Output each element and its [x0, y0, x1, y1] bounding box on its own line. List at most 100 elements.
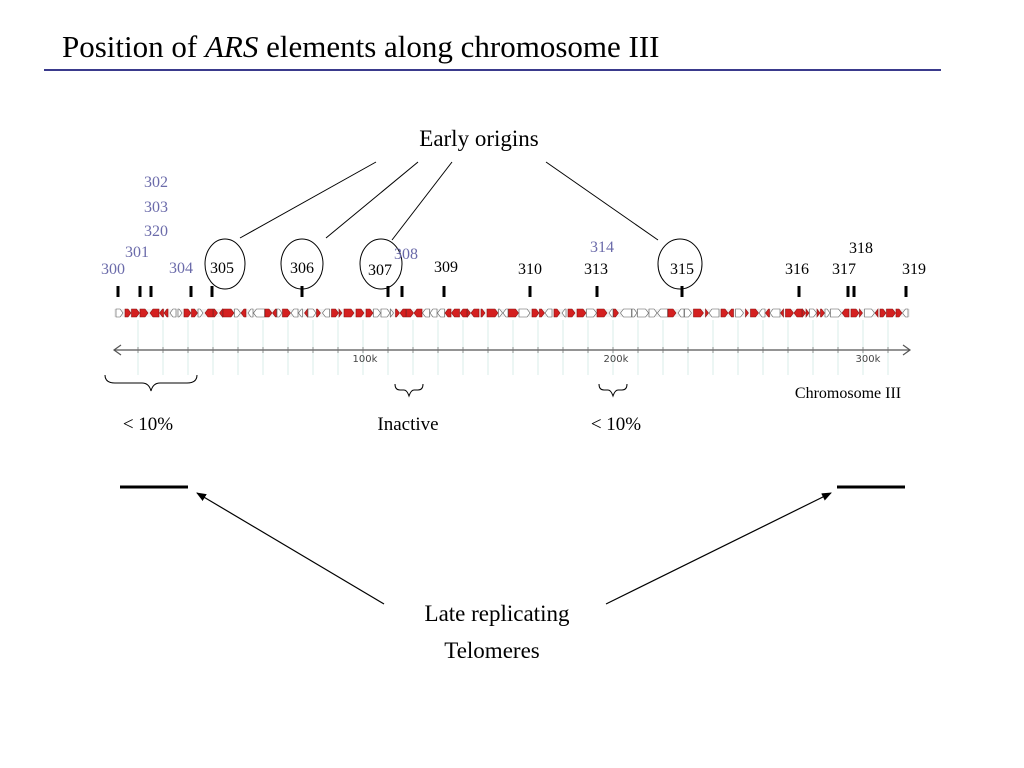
gene-feature — [422, 308, 430, 318]
gene-feature — [544, 308, 553, 318]
gene-feature — [406, 308, 414, 318]
title-emphasis: ARS — [204, 29, 259, 64]
ars-label-300: 300 — [101, 261, 125, 278]
axis-minor-ticks — [137, 347, 889, 353]
connector-306 — [325, 161, 419, 239]
gene-feature — [169, 308, 177, 318]
gene-feature — [272, 308, 277, 318]
axis-tick-label-100k: 100k — [353, 354, 378, 365]
ars-label-309: 309 — [434, 259, 458, 276]
gene-feature — [902, 308, 909, 318]
early-origins-label: Early origins — [419, 126, 538, 151]
ars-label-302: 302 — [144, 174, 168, 191]
gene-feature — [765, 308, 770, 318]
gene-feature — [124, 308, 132, 318]
chromosome-iii-label: Chromosome III — [795, 385, 901, 402]
gene-feature — [213, 308, 218, 318]
gene-feature — [437, 308, 445, 318]
gene-feature — [316, 308, 321, 318]
gene-feature — [864, 308, 875, 318]
gene-feature — [131, 308, 140, 318]
gene-feature — [282, 308, 291, 318]
axis-right-arrow — [902, 344, 912, 356]
gene-feature — [750, 308, 759, 318]
ars-label-304: 304 — [169, 260, 193, 277]
gene-feature — [264, 308, 273, 318]
gene-feature — [518, 308, 531, 318]
gene-feature — [502, 308, 509, 318]
gene-feature — [234, 308, 241, 318]
ars-label-313: 313 — [584, 261, 608, 278]
ars-label-301: 301 — [125, 244, 149, 261]
gene-feature — [380, 308, 391, 318]
title-underline — [44, 69, 941, 71]
gene-feature — [631, 308, 638, 318]
ars-label-314: 314 — [590, 239, 614, 256]
connector-315 — [545, 161, 659, 241]
gene-feature — [183, 308, 192, 318]
gene-feature — [276, 308, 283, 318]
brace-inactive — [394, 383, 424, 398]
title-prefix: Position of — [62, 29, 205, 64]
gene-feature — [451, 308, 460, 318]
gene-feature — [816, 308, 821, 318]
gene-feature — [222, 308, 235, 318]
gene-feature — [820, 308, 825, 318]
telomeres-label: Telomeres — [444, 638, 540, 663]
gene-feature — [684, 308, 692, 318]
gene-feature — [197, 308, 204, 318]
gene-feature — [758, 308, 766, 318]
gene-feature — [322, 308, 330, 318]
gene-feature — [802, 308, 806, 318]
gene-feature — [253, 308, 265, 318]
gene-feature — [608, 308, 614, 318]
gene-feature — [413, 308, 423, 318]
gene-feature — [859, 308, 863, 318]
gene-feature — [307, 308, 317, 318]
gene-feature — [290, 308, 299, 318]
gene-feature — [304, 308, 308, 318]
gene-feature — [539, 308, 545, 318]
ars-label-320: 320 — [144, 223, 168, 240]
gene-feature — [338, 308, 343, 318]
gene-feature — [365, 308, 374, 318]
gene-feature — [667, 308, 677, 318]
right-low-percent-label: < 10% — [591, 414, 641, 435]
gene-feature — [728, 308, 734, 318]
ars-label-305: 305 — [210, 260, 234, 277]
gene-feature — [163, 308, 169, 318]
gene-feature — [841, 308, 850, 318]
gene-feature — [139, 308, 149, 318]
ars-label-310: 310 — [518, 261, 542, 278]
ars-label-319: 319 — [902, 261, 926, 278]
gene-feature — [785, 308, 794, 318]
gene-track — [114, 308, 910, 318]
ars-label-317: 317 — [832, 261, 856, 278]
gene-feature — [793, 308, 803, 318]
ars-tick-marks — [116, 286, 908, 297]
connector-307 — [391, 161, 453, 241]
gene-feature — [480, 308, 486, 318]
ars-label-307: 307 — [368, 262, 392, 279]
gene-feature — [531, 308, 540, 318]
gene-feature — [596, 308, 608, 318]
gene-feature — [390, 308, 394, 318]
ars-label-316: 316 — [785, 261, 809, 278]
brace-right-low — [598, 383, 628, 398]
arrow-to-left-telomere — [196, 492, 385, 605]
gene-feature — [159, 308, 164, 318]
axis-tick-label-300k: 300k — [856, 354, 881, 365]
axis-left-arrow — [112, 344, 122, 356]
circle-307 — [359, 238, 403, 290]
region-braces — [104, 374, 628, 398]
gene-feature — [459, 308, 468, 318]
gene-feature — [343, 308, 355, 318]
gene-feature — [895, 308, 903, 318]
gene-feature — [613, 308, 619, 318]
left-low-percent-label: < 10% — [123, 414, 173, 435]
gene-feature — [677, 308, 685, 318]
axis-tick-label-200k: 200k — [604, 354, 629, 365]
title-suffix: elements along chromosome III — [258, 29, 660, 64]
gene-feature — [467, 308, 471, 318]
